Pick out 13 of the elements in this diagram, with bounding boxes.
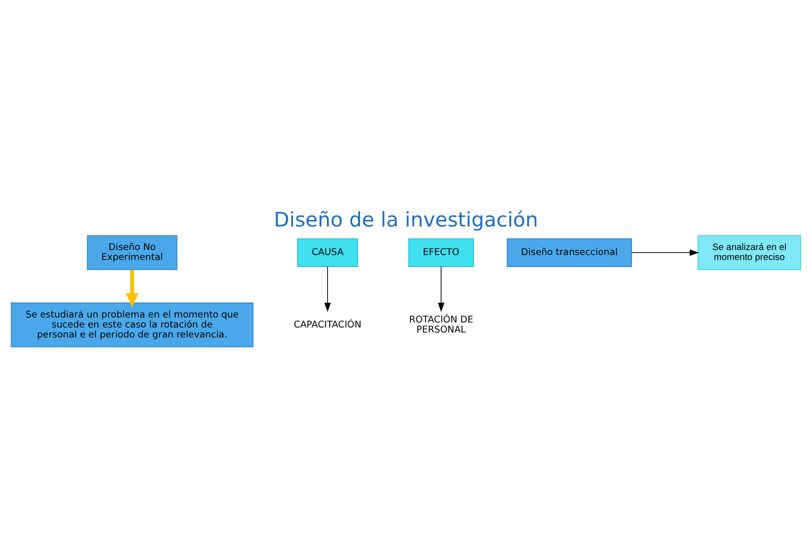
node-text: CAPACITACIÓN: [294, 319, 362, 330]
arrow: [126, 270, 138, 308]
node-box: Se estudiará un problema en el momento que sucede en este caso la rotación de personal e el periodo de gran relevancia.: [10, 302, 254, 348]
arrow: [631, 249, 700, 256]
node-box: Diseño transeccional: [506, 238, 632, 267]
node-box: CAUSA: [297, 238, 358, 267]
node-box: Diseño No Experimental: [86, 235, 178, 270]
diagram-title: Diseño de la investigación: [274, 207, 538, 232]
node-box: Se analizará en el momento preciso: [698, 235, 802, 270]
node-text: ROTACIÓN DE PERSONAL: [409, 314, 474, 336]
arrow: [324, 266, 331, 312]
arrow: [438, 266, 444, 312]
node-box: EFECTO: [408, 238, 474, 267]
